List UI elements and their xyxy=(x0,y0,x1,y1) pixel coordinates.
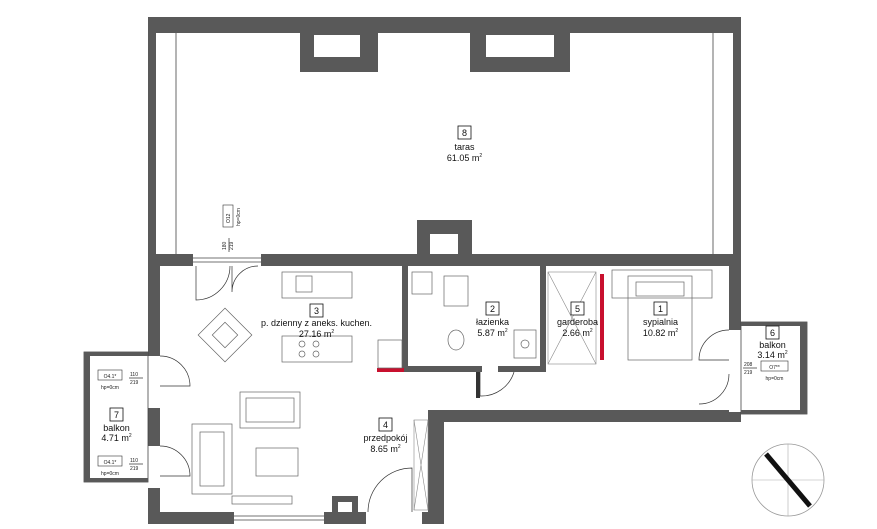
room-number-7: 7 xyxy=(114,410,119,420)
opening-height-o7: 219 xyxy=(744,370,753,376)
opening-width-o12: 180 xyxy=(222,241,228,250)
north-arrow-icon xyxy=(751,443,825,517)
room-name-balcony-7: balkon xyxy=(103,423,130,433)
room-number-2: 2 xyxy=(490,304,495,314)
room-label-2: 2 łazienka 5.87 m2 xyxy=(476,301,509,338)
doors xyxy=(159,265,730,513)
opening-code-o4-lower: O4.1* xyxy=(104,460,117,466)
room-area-balcony-6: 3.14 m2 xyxy=(757,350,788,360)
exterior-walls xyxy=(148,254,741,524)
room-label-5: 5 garderoba 2.66 m2 xyxy=(557,301,598,338)
terrace-parapet-top xyxy=(148,17,741,33)
furniture xyxy=(191,269,713,511)
room-label-7: 7 balkon 4.71 m2 xyxy=(101,407,132,443)
room-number-3: 3 xyxy=(314,306,319,316)
balcony-7 xyxy=(83,351,149,483)
opening-height-o4-upper: 219 xyxy=(130,380,139,386)
room-label-8: 8 taras 61.05 m2 xyxy=(447,125,483,163)
opening-height-o4-lower: 219 xyxy=(130,466,139,472)
opening-hp-o4-lower: hp=0cm xyxy=(101,471,119,477)
opening-width-o4-lower: 110 xyxy=(130,458,138,464)
room-label-3: 3 p. dzienny z aneks. kuchen. 27.16 m2 xyxy=(261,303,372,339)
opening-code-o12: O12 xyxy=(226,213,232,223)
room-label-4: 4 przedpokój 8.65 m2 xyxy=(363,417,408,454)
opening-tag-o7: 208 219 O7** hp=0cm xyxy=(743,360,789,382)
opening-tag-o12: O12 hp=0cm 180 219 xyxy=(222,204,242,252)
terrace-parapet-right xyxy=(733,17,741,257)
opening-hp-o4-upper: hp=0cm xyxy=(101,385,119,391)
room-area-balcony-7: 4.71 m2 xyxy=(101,433,132,443)
room-label-6: 6 balkon 3.14 m2 xyxy=(757,325,788,360)
room-name-bedroom: sypialnia xyxy=(643,317,678,327)
room-name-hallway: przedpokój xyxy=(363,433,407,443)
opening-code-o7: O7** xyxy=(769,365,780,371)
room-name-balcony-6: balkon xyxy=(759,340,786,350)
opening-hp-o12: hp=0cm xyxy=(236,208,242,226)
room-area-bedroom: 10.82 m2 xyxy=(643,328,679,338)
opening-code-o4-upper: O4.1* xyxy=(104,374,117,380)
opening-height-o12: 219 xyxy=(229,241,235,250)
opening-tag-o4-upper: O4.1* hp=0cm 110 219 xyxy=(97,369,143,391)
terrace-area xyxy=(148,17,741,262)
room-number-4: 4 xyxy=(383,420,388,430)
balcony-6 xyxy=(740,321,808,415)
room-label-1: 1 sypialnia 10.82 m2 xyxy=(643,301,679,338)
opening-tag-o4-lower: O4.1* hp=0cm 110 219 xyxy=(97,455,143,477)
room-name-wardrobe: garderoba xyxy=(557,317,598,327)
room-area-taras: 61.05 m2 xyxy=(447,153,483,163)
opening-width-o4-upper: 110 xyxy=(130,372,138,378)
room-name-bathroom: łazienka xyxy=(476,317,509,327)
room-area-bathroom: 5.87 m2 xyxy=(477,328,508,338)
room-name-living: p. dzienny z aneks. kuchen. xyxy=(261,318,372,328)
room-area-hallway: 8.65 m2 xyxy=(370,444,401,454)
room-number-5: 5 xyxy=(575,304,580,314)
interior-walls xyxy=(377,266,604,372)
room-number-1: 1 xyxy=(658,304,663,314)
terrace-parapet-left xyxy=(148,17,156,257)
room-area-living: 27.16 m2 xyxy=(299,329,335,339)
room-number-8: 8 xyxy=(462,128,467,138)
opening-width-o7: 208 xyxy=(744,362,753,368)
room-number-6: 6 xyxy=(770,328,775,338)
room-area-wardrobe: 2.66 m2 xyxy=(562,328,593,338)
opening-hp-o7: hp=0cm xyxy=(766,376,784,382)
room-name-taras: taras xyxy=(454,142,475,152)
